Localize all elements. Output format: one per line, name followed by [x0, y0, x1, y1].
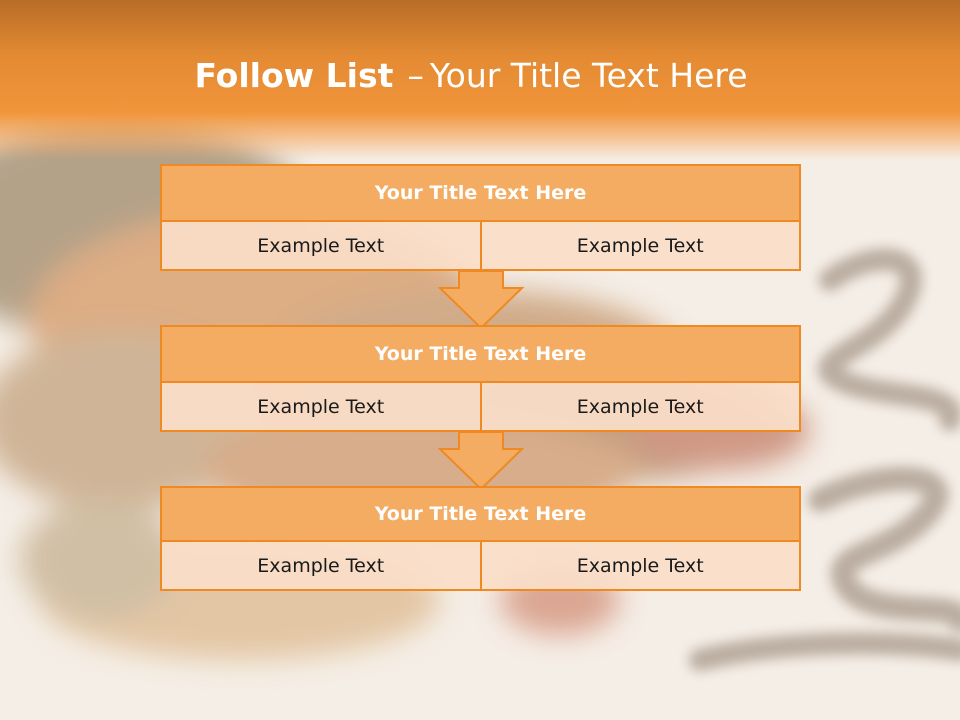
block-cell-left: Example Text: [160, 222, 482, 271]
block-row: Example Text Example Text: [160, 542, 801, 591]
block-row: Example Text Example Text: [160, 222, 801, 271]
block-cell-right: Example Text: [481, 383, 801, 432]
block-title: Your Title Text Here: [160, 325, 801, 383]
block-row: Example Text Example Text: [160, 383, 801, 432]
title-bold: Follow List: [194, 56, 394, 95]
block-cell-left: Example Text: [160, 542, 482, 591]
block-cell-right: Example Text: [481, 222, 801, 271]
block-title: Your Title Text Here: [160, 164, 801, 222]
title-separator: –: [407, 56, 424, 95]
block-cell-right: Example Text: [481, 542, 801, 591]
down-arrow-icon: [438, 270, 524, 330]
title-rest: Your Title Text Here: [429, 56, 748, 95]
slide-title: Follow List–Your Title Text Here: [0, 54, 942, 98]
list-block-1: Your Title Text Here Example Text Exampl…: [160, 164, 801, 271]
list-block-3: Your Title Text Here Example Text Exampl…: [160, 486, 801, 591]
down-arrow-icon: [438, 431, 524, 491]
list-block-2: Your Title Text Here Example Text Exampl…: [160, 325, 801, 432]
block-title: Your Title Text Here: [160, 486, 801, 542]
header-band: [0, 0, 960, 160]
block-cell-left: Example Text: [160, 383, 482, 432]
